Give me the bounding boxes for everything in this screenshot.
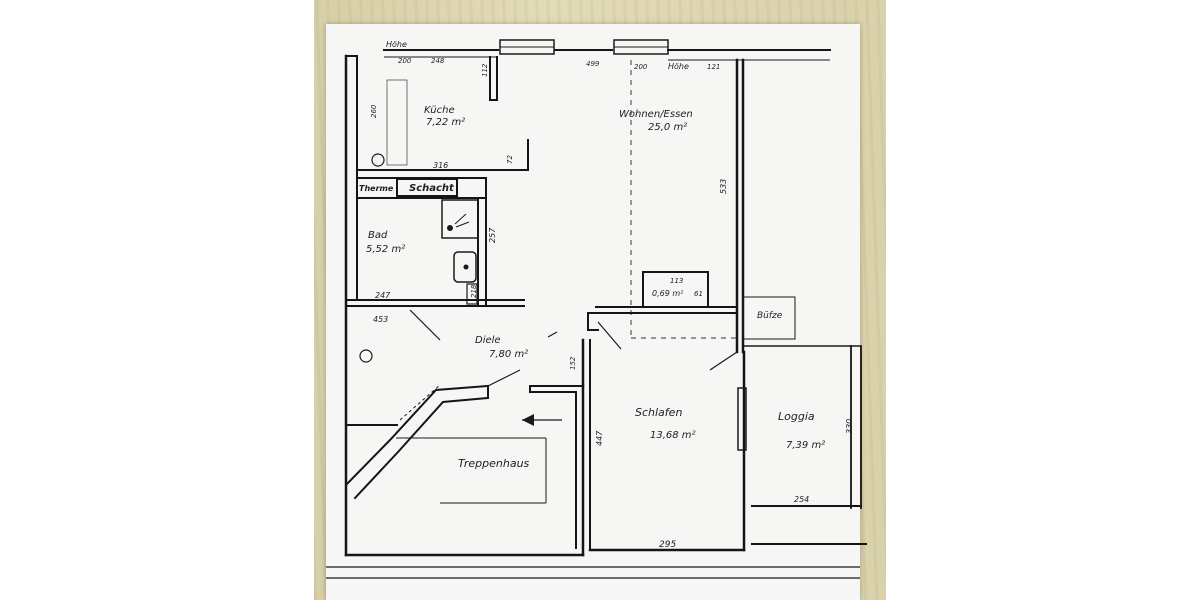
dim-200-kitchen: 200 xyxy=(398,57,412,65)
room-area-loggia: 7,39 m² xyxy=(786,440,825,451)
shower-tray xyxy=(441,199,479,239)
height-note-left: Höhe xyxy=(386,40,407,49)
room-area-kitchen: 7,22 m² xyxy=(426,117,465,128)
top-border-lines xyxy=(383,49,831,61)
bedroom-walls xyxy=(588,350,747,552)
label-therme: Therme xyxy=(359,184,394,193)
dim-248: 248 xyxy=(431,57,445,65)
hall-walls xyxy=(344,309,591,557)
window-kitchen xyxy=(499,39,555,55)
dim-218: 218 xyxy=(470,284,478,298)
dim-113: 113 xyxy=(670,277,683,285)
room-area-hall: 7,80 m² xyxy=(489,349,528,360)
room-name-bath: Bad xyxy=(368,230,388,241)
closet xyxy=(587,271,738,371)
bath-walls xyxy=(345,199,525,307)
dim-257: 257 xyxy=(488,227,497,243)
room-name-hall: Diele xyxy=(475,335,501,346)
kitchen-walls xyxy=(356,56,529,171)
label-schacht: Schacht xyxy=(409,183,455,194)
dim-121: 121 xyxy=(707,63,720,71)
dim-330: 330 xyxy=(845,419,854,434)
dim-453: 453 xyxy=(373,315,388,324)
room-name-living: Wohnen/Essen xyxy=(619,109,693,120)
room-name-kitchen: Küche xyxy=(424,105,455,116)
dim-254: 254 xyxy=(794,495,809,504)
dim-72: 72 xyxy=(506,155,514,164)
room-area-bedroom: 13,68 m² xyxy=(650,430,696,441)
dim-200-living: 200 xyxy=(634,63,648,71)
label-parapet: Büfze xyxy=(757,311,783,321)
room-area-bath: 5,52 m² xyxy=(366,244,405,255)
dim-152: 152 xyxy=(569,356,577,370)
toilet-icon xyxy=(453,251,477,283)
room-name-bedroom: Schlafen xyxy=(635,406,682,419)
height-note-right: Höhe xyxy=(668,62,689,71)
sink-icon xyxy=(371,153,385,167)
window-living xyxy=(613,39,669,55)
dim-447: 447 xyxy=(595,430,604,446)
dim-247: 247 xyxy=(375,291,391,300)
dim-260: 260 xyxy=(370,104,378,118)
room-area-living: 25,0 m² xyxy=(648,122,687,133)
stairwell xyxy=(344,414,585,557)
loggia-walls xyxy=(744,345,867,545)
dim-295: 295 xyxy=(659,540,676,550)
right-living-wall xyxy=(735,58,745,354)
dim-533: 533 xyxy=(719,179,728,194)
arrow-head-icon xyxy=(522,414,534,426)
parapet-box xyxy=(742,296,796,340)
label-stairwell: Treppenhaus xyxy=(458,457,530,470)
balcony-door xyxy=(737,387,747,451)
dim-499: 499 xyxy=(586,60,600,68)
room-name-loggia: Loggia xyxy=(778,410,815,423)
dim-316: 316 xyxy=(433,161,448,170)
dim-112: 112 xyxy=(481,63,489,77)
room-area-closet: 0,69 m² xyxy=(652,289,684,298)
dim-61: 61 xyxy=(694,290,703,298)
shower-drain-icon xyxy=(447,225,453,231)
bottom-border-lines xyxy=(326,566,860,579)
